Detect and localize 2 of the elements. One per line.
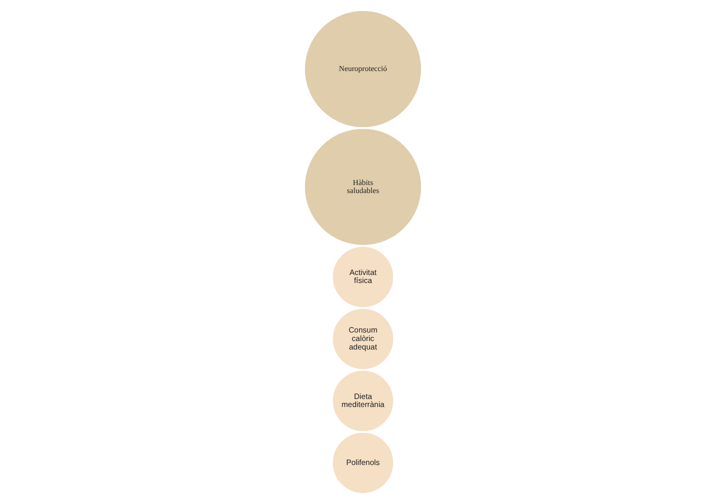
node-circle: Hàbits saludables xyxy=(304,128,421,245)
node-circle: Neuroprotecció xyxy=(304,11,421,128)
